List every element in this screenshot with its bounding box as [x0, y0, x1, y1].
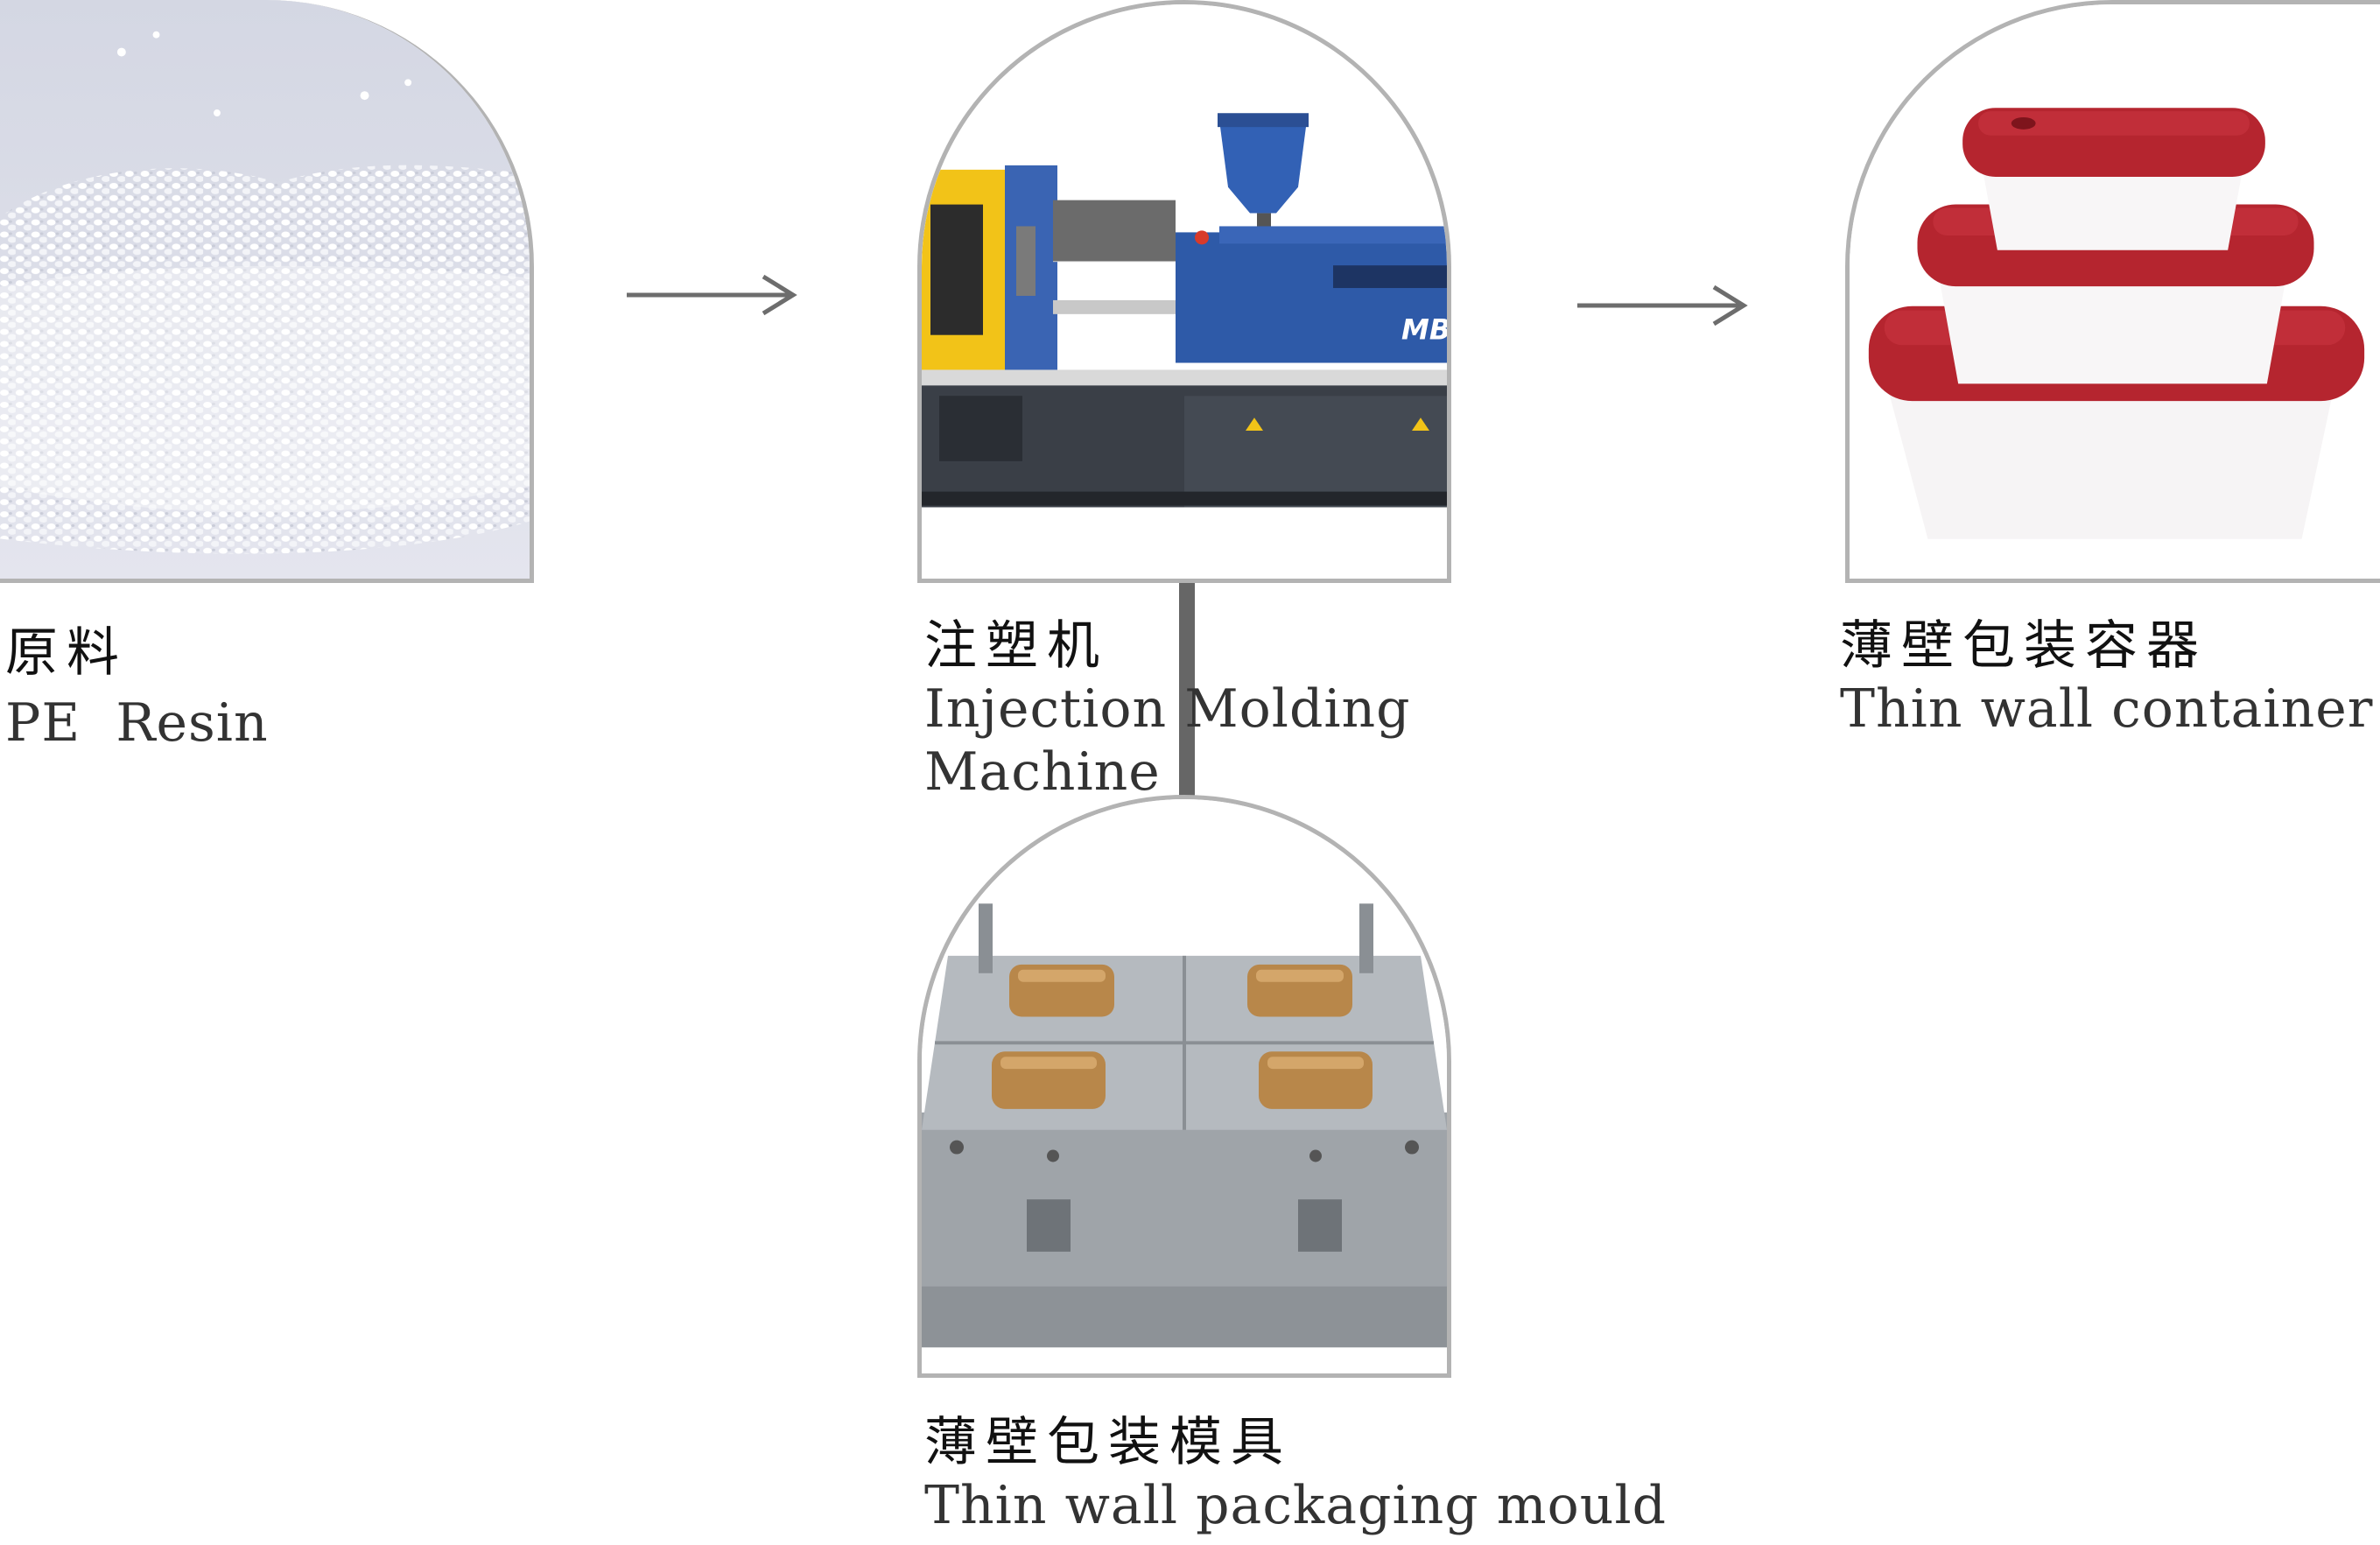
- machine-label-zh: 注塑机: [924, 615, 1108, 677]
- resin-label-en: PE Resin: [5, 692, 269, 754]
- resin-label-zh: 原料: [5, 622, 128, 684]
- container-image-frame: [1845, 0, 2380, 583]
- machine-image-frame: MB: [917, 0, 1451, 583]
- machine-label-en-line1: Injection Molding: [924, 678, 1411, 740]
- mould-label-en: Thin wall packaging mould: [924, 1475, 1667, 1536]
- right-arrow-icon: [1577, 284, 1748, 327]
- mould-image-frame: [917, 795, 1451, 1378]
- injection-molding-machine-image: MB: [922, 4, 1447, 579]
- resin-image-frame: [0, 0, 534, 583]
- process-connector-line: [1179, 578, 1195, 797]
- machine-brand-mark: MB: [1401, 313, 1447, 347]
- mould-label-zh: 薄壁包装模具: [924, 1412, 1292, 1473]
- container-label-zh: 薄壁包装容器: [1840, 615, 2208, 677]
- container-label-en: Thin wall container: [1840, 678, 2374, 740]
- thin-wall-container-image: [1850, 4, 2380, 579]
- pe-resin-pellets-image: [0, 0, 530, 579]
- thin-wall-packaging-mould-image: [922, 799, 1447, 1373]
- machine-label-en-line2: Machine: [924, 741, 1161, 803]
- right-arrow-icon: [627, 274, 797, 316]
